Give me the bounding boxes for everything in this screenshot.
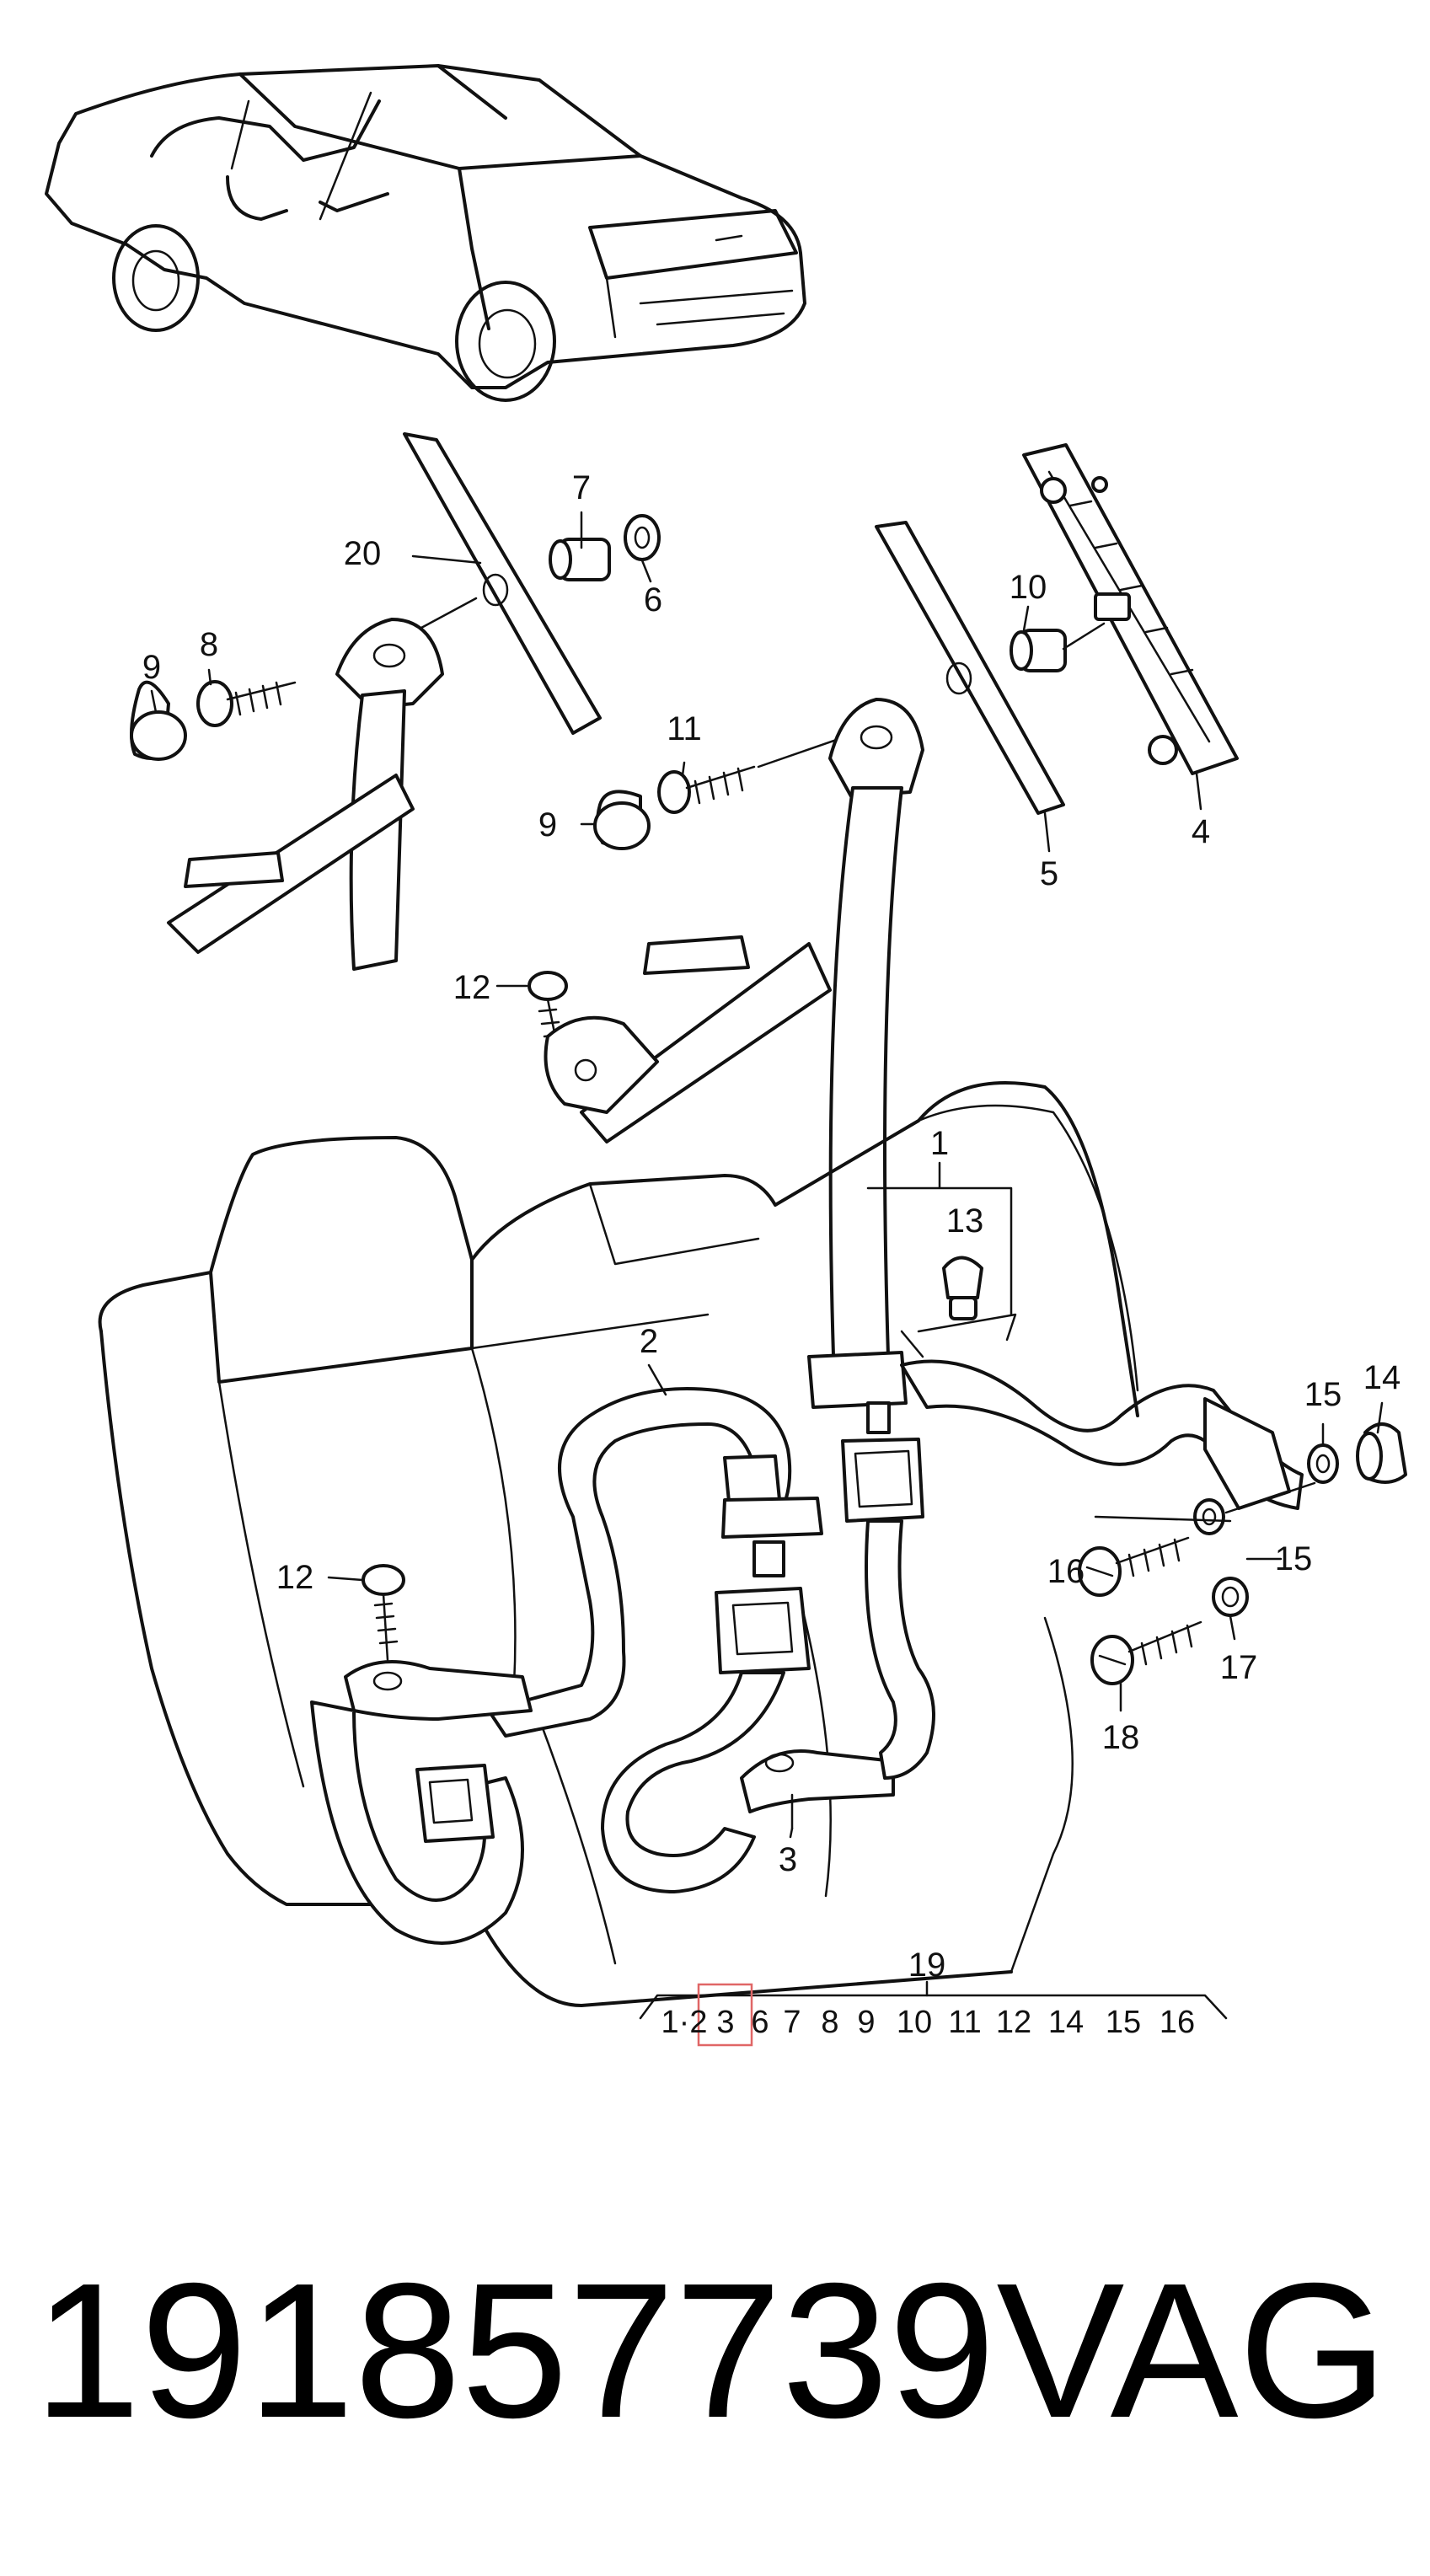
rear-seat bbox=[98, 1081, 1139, 2007]
car-illustration bbox=[45, 64, 806, 402]
callout-15-upper: 15 bbox=[1304, 1376, 1342, 1413]
callout-4: 4 bbox=[1192, 813, 1210, 850]
belt-right-main bbox=[580, 698, 924, 1434]
pillar-trim-left bbox=[403, 432, 602, 735]
highlight-box bbox=[697, 1983, 753, 2047]
callout-15-lower: 15 bbox=[1275, 1540, 1313, 1577]
caption: 191857739 VAG bbox=[0, 2225, 1430, 2477]
callout-3: 3 bbox=[779, 1841, 797, 1878]
index-item-10: 10 bbox=[897, 2005, 932, 2040]
callout-9-right: 9 bbox=[538, 806, 557, 843]
lap-belt-with-buckle bbox=[487, 1387, 823, 1738]
callout-7: 7 bbox=[572, 469, 591, 506]
pillar-trim-right bbox=[875, 521, 1065, 815]
callout-16: 16 bbox=[1047, 1553, 1085, 1590]
callout-12-upper: 12 bbox=[453, 969, 491, 1006]
callout-1: 1 bbox=[930, 1125, 949, 1162]
index-item-1-2: 1·2 bbox=[661, 2005, 708, 2040]
center-buckle-strap bbox=[601, 1438, 935, 1893]
callout-8: 8 bbox=[200, 626, 218, 663]
part-number: 191857739 bbox=[34, 2244, 996, 2458]
index-item-8: 8 bbox=[821, 2005, 838, 2040]
callout-20: 20 bbox=[344, 535, 382, 572]
index-item-3: 3 bbox=[716, 2005, 734, 2040]
callout-12-lower: 12 bbox=[276, 1559, 314, 1596]
index-strip: 1·2 3 6 7 8 9 10 11 12 14 15 16 bbox=[639, 1980, 1228, 2047]
index-item-6: 6 bbox=[751, 2005, 769, 2040]
index-item-15: 15 bbox=[1106, 2005, 1141, 2040]
callout-9-left: 9 bbox=[142, 649, 161, 686]
callout-10: 10 bbox=[1010, 569, 1047, 606]
callout-19: 19 bbox=[908, 1947, 946, 1984]
exploded-parts-diagram: 20 7 6 9 8 10 4 11 9 5 12 1 13 2 15 14 1… bbox=[45, 64, 1407, 2047]
index-item-16: 16 bbox=[1160, 2005, 1195, 2040]
index-item-11: 11 bbox=[948, 2005, 981, 2040]
anchor-lower-left-upper bbox=[544, 1015, 659, 1114]
callouts: 20 7 6 9 8 10 4 11 9 5 12 1 13 2 15 14 1… bbox=[142, 469, 1401, 1984]
upper-anchor-hardware-right bbox=[593, 622, 1106, 850]
plug-13 bbox=[942, 1256, 983, 1320]
callout-17: 17 bbox=[1220, 1649, 1258, 1686]
belt-left-upper bbox=[167, 597, 478, 971]
height-adjuster bbox=[1022, 443, 1239, 775]
right-anchor-hardware bbox=[1078, 1422, 1407, 1685]
callout-13: 13 bbox=[946, 1202, 984, 1240]
callout-18: 18 bbox=[1102, 1719, 1140, 1756]
brand-name: VAG bbox=[996, 2244, 1388, 2458]
belt-right-lap bbox=[900, 1313, 1304, 1510]
index-item-12: 12 bbox=[996, 2005, 1031, 2040]
callout-6: 6 bbox=[644, 581, 662, 619]
callout-14: 14 bbox=[1363, 1359, 1401, 1396]
index-item-14: 14 bbox=[1048, 2005, 1084, 2040]
upper-anchor-hardware-left bbox=[130, 514, 661, 761]
callout-5: 5 bbox=[1040, 855, 1058, 892]
callout-11: 11 bbox=[667, 710, 702, 747]
index-item-9: 9 bbox=[857, 2005, 875, 2040]
callout-bracket-1 bbox=[866, 1161, 1013, 1316]
callout-2: 2 bbox=[640, 1323, 658, 1360]
leader-lines bbox=[150, 511, 1384, 1839]
anchor-lower-left bbox=[310, 1564, 533, 1945]
index-item-7: 7 bbox=[783, 2005, 801, 2040]
